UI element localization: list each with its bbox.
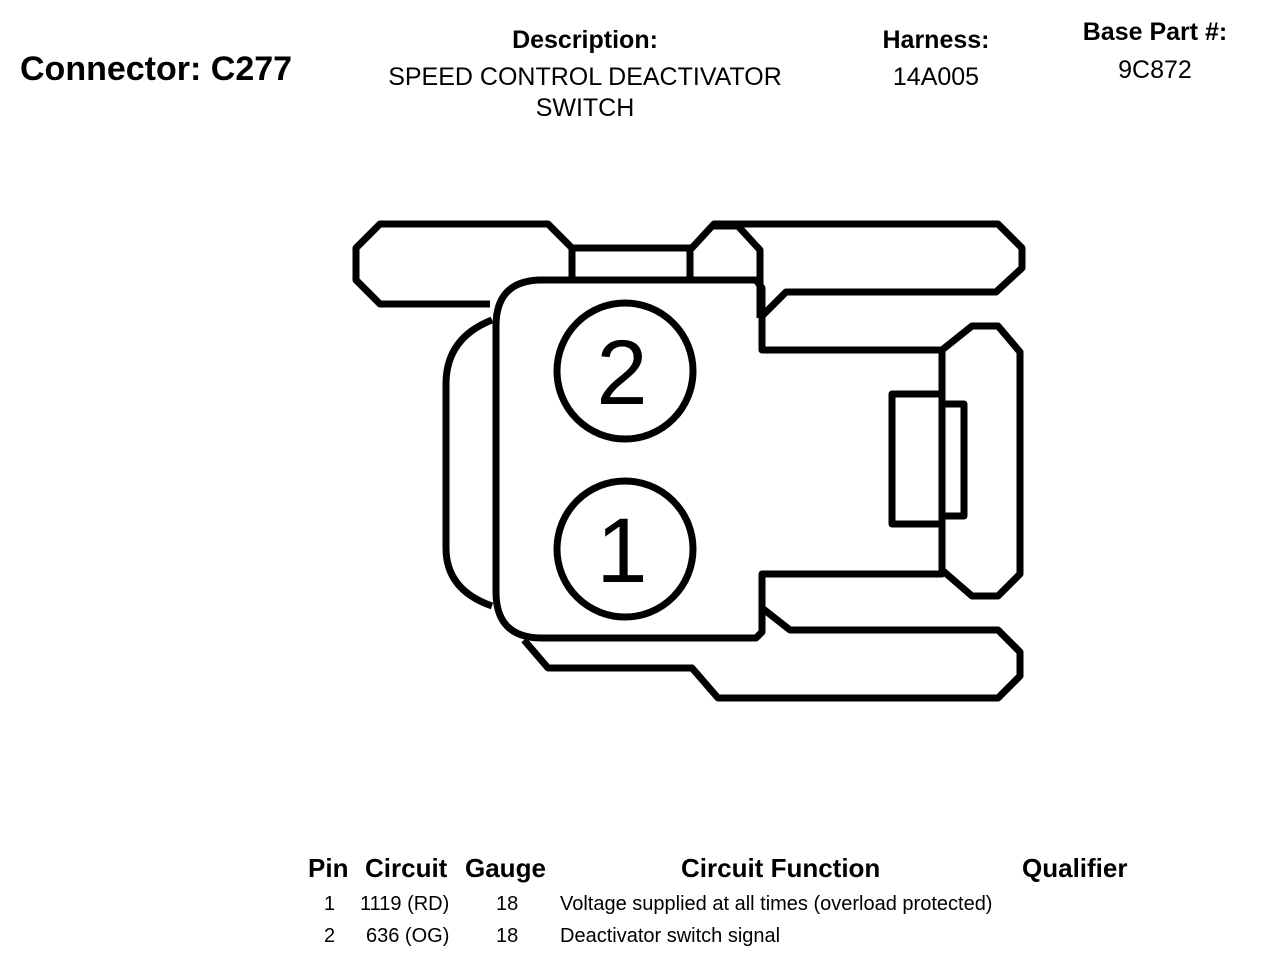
pin-header: Pin [308,853,349,883]
gauge-header: Gauge [465,853,546,883]
row-pin: 2 [324,925,336,947]
connector-title: Connector: C277 [20,50,293,88]
harness-value: 14A005 [892,63,980,91]
bottom-latch [521,605,1024,702]
row-pin: 1 [324,893,336,915]
description-line-1: SPEED CONTROL DEACTIVATOR [388,63,782,91]
left-side-cap [442,316,494,610]
harness-label: Harness: [882,26,990,54]
top-bridge [570,244,694,280]
pin-2-label: 2 [596,322,647,424]
release-tab [888,390,946,528]
base-part-value: 9C872 [1118,56,1192,84]
pin-1-label: 1 [596,500,647,602]
top-right-latch [687,220,1026,321]
row-gauge: 18 [496,925,519,947]
row-circuit: 636 (OG) [366,925,450,947]
right-latch [939,322,1024,600]
circuit-header: Circuit [365,853,448,883]
description-line-2: SWITCH [535,94,635,122]
qualifier-header: Qualifier [1022,853,1128,883]
row-circuit: 1119 (RD) [360,893,450,915]
top-left-latch [352,220,576,308]
main-housing [492,276,946,642]
top-right-latch-inner [714,222,764,318]
row-gauge: 18 [496,893,519,915]
pin-1-cavity [553,477,697,621]
description-value: SPEED CONTROL DEACTIVATOR SWITCH [345,62,825,124]
row-function: Deactivator switch signal [560,925,781,947]
pin-2-cavity [553,299,697,443]
circuit-function-header: Circuit Function [681,853,881,883]
description-label: Description: [512,26,658,54]
release-tab-inner [938,400,968,520]
base-part-label: Base Part #: [1082,18,1228,46]
row-function: Voltage supplied at all times (overload … [560,893,993,915]
